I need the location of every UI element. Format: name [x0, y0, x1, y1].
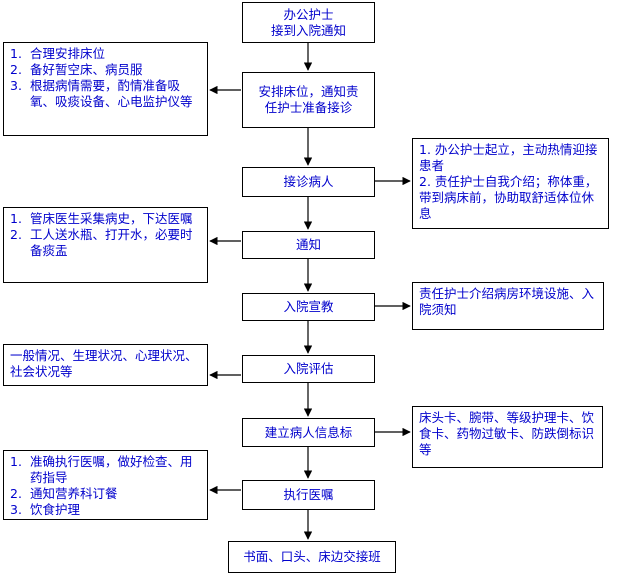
step4-label: 通知 [295, 237, 321, 252]
note-info-labels: 床头卡、腕带、等级护理卡、饮食卡、药物过敏卡、防跌倒标识等 [412, 406, 603, 468]
note-beds-item-1: 1.合理安排床位 [10, 46, 106, 61]
note-orders-item-2: 2.通知营养科订餐 [10, 486, 118, 501]
step8-label: 执行医嘱 [283, 487, 334, 502]
step-admission-education: 入院宣教 [242, 293, 375, 321]
note-assessment: 一般情况、生理状况、心理状况、社会状况等 [3, 344, 208, 386]
note-reception: 1. 办公护士起立，主动热情迎接患者 2. 责任护士自我介绍；称体重，带到病床前… [412, 138, 609, 229]
note-beds-item-3: 3.根据病情需要，酌情准备吸氧、吸痰设备、心电监护仪等 [10, 78, 193, 109]
step1-line2: 接到入院通知 [270, 22, 346, 38]
note-orders-item-3: 3.饮食护理 [10, 502, 81, 517]
step-handover: 书面、口头、床边交接班 [228, 541, 396, 573]
step-execute-orders: 执行医嘱 [242, 480, 375, 510]
note-notify-item-1: 1.管床医生采集病史，下达医嘱 [10, 211, 193, 226]
step-notify: 通知 [242, 231, 375, 259]
note-notify: 1.管床医生采集病史，下达医嘱 2.工人送水瓶、打开水，必要时备痰盂 [3, 207, 208, 283]
note-reception-item-1: 1. 办公护士起立，主动热情迎接患者 [419, 142, 598, 173]
note-orders-item-1: 1.准确执行医嘱，做好检查、用药指导 [10, 454, 193, 485]
step3-label: 接诊病人 [283, 174, 334, 189]
step-admission-assessment: 入院评估 [242, 355, 375, 383]
step2-line1: 安排床位，通知责 [258, 84, 359, 99]
step5-label: 入院宣教 [283, 299, 334, 314]
step-arrange-bed: 安排床位，通知责 任护士准备接诊 [242, 72, 375, 128]
step7-label: 建立病人信息标 [264, 424, 353, 440]
step1-line1: 办公护士 [283, 6, 334, 22]
note-notify-item-2: 2.工人送水瓶、打开水，必要时备痰盂 [10, 227, 193, 258]
step-nurse-receives-notice: 办公护士 接到入院通知 [242, 2, 375, 43]
step-receive-patient: 接诊病人 [242, 167, 375, 197]
note-beds-item-2: 2.备好暂空床、病员服 [10, 62, 143, 77]
step-patient-info-labels: 建立病人信息标 [242, 418, 375, 447]
step6-label: 入院评估 [283, 361, 334, 376]
step2-line2: 任护士准备接诊 [264, 100, 353, 115]
note-reception-item-2: 2. 责任护士自我介绍；称体重，带到病床前，协助取舒适体位休息 [419, 174, 598, 221]
note-assessment-text: 一般情况、生理状况、心理状况、社会状况等 [10, 348, 198, 379]
note-info-labels-text: 床头卡、腕带、等级护理卡、饮食卡、药物过敏卡、防跌倒标识等 [419, 410, 595, 457]
note-education-text: 责任护士介绍病房环境设施、入院须知 [419, 286, 595, 317]
note-execute-orders: 1.准确执行医嘱，做好检查、用药指导 2.通知营养科订餐 3.饮食护理 [3, 450, 208, 520]
step9-label: 书面、口头、床边交接班 [243, 549, 381, 564]
note-bed-preparation: 1.合理安排床位 2.备好暂空床、病员服 3.根据病情需要，酌情准备吸氧、吸痰设… [3, 42, 208, 136]
note-education: 责任护士介绍病房环境设施、入院须知 [412, 282, 604, 330]
